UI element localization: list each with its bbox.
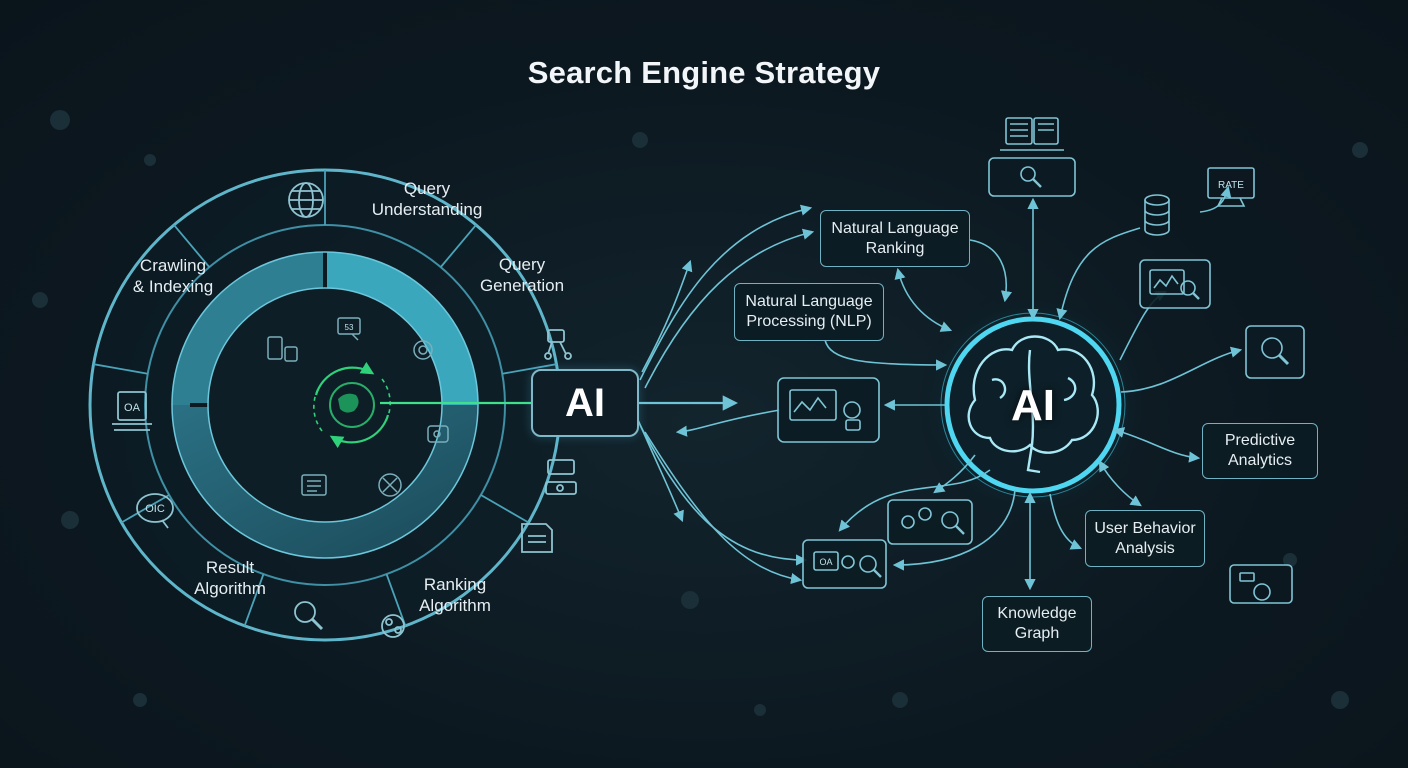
chart-search-box xyxy=(1140,260,1210,308)
segment-label-ranking-algorithm: Ranking Algorithm xyxy=(385,574,525,616)
server-search-icon xyxy=(989,118,1075,196)
chat-icon-text: OIC xyxy=(145,503,165,515)
dashboard-icon xyxy=(1230,565,1292,603)
doc-icon-text: OA xyxy=(124,402,141,414)
monitor-icon-text: RATE xyxy=(1218,180,1244,191)
database-icon xyxy=(1145,195,1169,235)
segment-label-query-generation: Query Generation xyxy=(452,254,592,296)
tag-icon-text: 53 xyxy=(345,323,354,332)
segment-label-crawling-indexing: Crawling & Indexing xyxy=(103,255,243,297)
screen-search-icon xyxy=(803,540,886,588)
segment-label-query-understanding: Query Understanding xyxy=(357,178,497,220)
chart-analysis-icon xyxy=(778,378,879,442)
screen-icon-text: OA xyxy=(819,557,832,567)
ai-box: AI xyxy=(531,369,639,437)
segment-label-result-algorithm: Result Algorithm xyxy=(160,557,300,599)
target-search-icon xyxy=(888,500,972,544)
ai-hub-label: AI xyxy=(945,318,1121,494)
page-title: Search Engine Strategy xyxy=(0,55,1408,91)
magnify-icon xyxy=(1246,326,1304,378)
